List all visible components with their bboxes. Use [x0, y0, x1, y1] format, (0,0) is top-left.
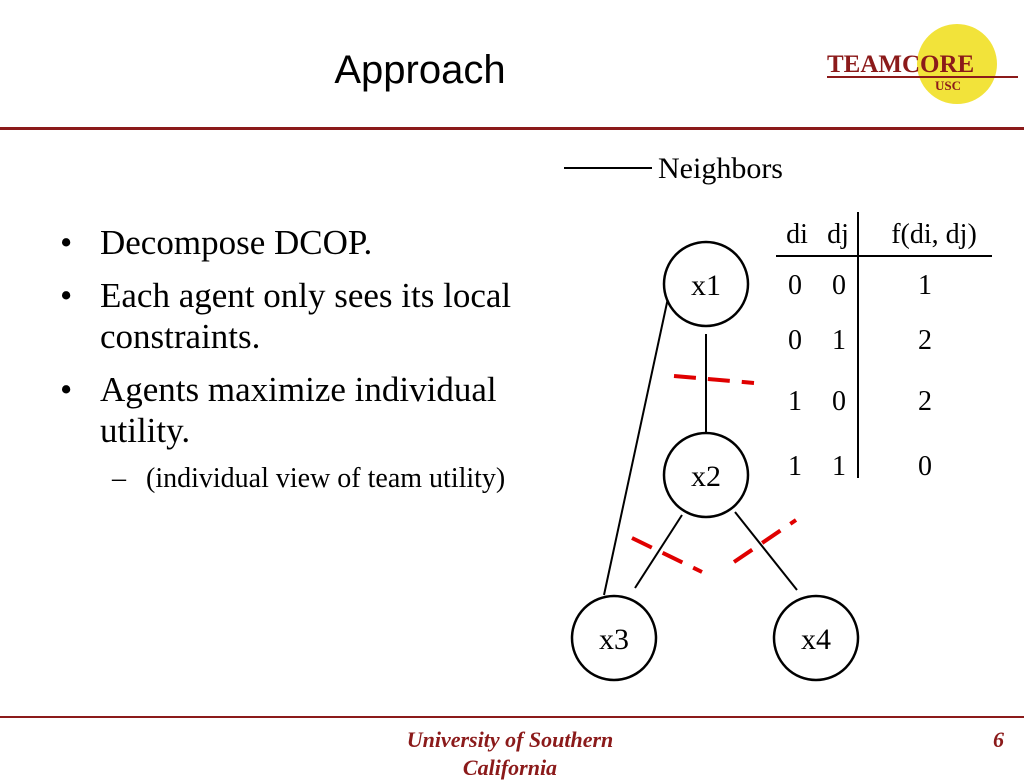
bullet-text: Decompose DCOP. — [100, 223, 373, 262]
footer-rule — [0, 716, 1024, 718]
node-x2-circle — [662, 431, 750, 519]
node-x3-label: x3 — [599, 623, 629, 656]
bullet-text: Each agent only sees its local constrain… — [100, 276, 512, 356]
bullet-list: • Decompose DCOP. • Each agent only sees i… — [56, 222, 516, 509]
logo-main-text: TEAMCORE — [827, 51, 974, 78]
sub-bullet-text: (individual view of team utility) — [146, 463, 506, 494]
slide-title: Approach — [334, 48, 506, 92]
node-x1-label: x1 — [691, 269, 721, 302]
table-cell: 1 — [788, 451, 802, 482]
dcop-diagram: Neighbors x1 x2 x3 x4 di dj f(di, dj) 0 … — [564, 152, 992, 682]
constraint-table: di dj f(di, dj) 0 0 1 0 1 2 1 0 2 1 1 0 — [776, 212, 992, 482]
sub-bullet-item: –(individual view of team utility) — [100, 461, 516, 497]
bullet-dot: • — [60, 276, 73, 315]
bullet-dot: • — [60, 370, 73, 409]
table-cell: 1 — [918, 270, 932, 301]
cut-line-x2-x3 — [631, 536, 703, 574]
table-header-di: di — [786, 219, 808, 250]
title-rule — [0, 127, 1024, 130]
cut-line-x2-x4 — [732, 518, 798, 564]
node-x3: x3 — [570, 594, 658, 682]
table-cell: 2 — [918, 386, 932, 417]
node-x4: x4 — [772, 594, 860, 682]
table-cell: 0 — [832, 386, 846, 417]
edge-x1-x3 — [603, 297, 669, 596]
logo-sub-text: USC — [935, 78, 961, 93]
table-cell: 1 — [832, 325, 846, 356]
legend-label: Neighbors — [658, 152, 783, 185]
bullet-text: Agents maximize individual utility. — [100, 370, 497, 450]
table-cell: 0 — [918, 451, 932, 482]
node-x1-circle — [662, 240, 750, 328]
edge-x2-x4 — [734, 511, 798, 591]
node-x4-label: x4 — [801, 623, 831, 656]
node-x2-label: x2 — [691, 460, 721, 493]
footer-institution: University of Southern California — [406, 727, 614, 780]
table-cell: 2 — [918, 325, 932, 356]
table-cell: 0 — [788, 325, 802, 356]
table-cell: 1 — [832, 451, 846, 482]
page-number: 6 — [993, 727, 1004, 752]
cut-line-x1-x2 — [673, 374, 755, 385]
table-header-dj: dj — [827, 219, 849, 250]
node-x2: x2 — [662, 431, 750, 519]
node-x3-circle — [570, 594, 658, 682]
bullet-item: • Each agent only sees its local constrai… — [56, 275, 516, 357]
bullet-dot: • — [60, 223, 73, 262]
bullet-item: • Decompose DCOP. — [56, 222, 516, 263]
sub-bullet-dash: – — [112, 463, 126, 494]
node-x1: x1 — [662, 240, 750, 328]
table-cell: 1 — [788, 386, 802, 417]
bullet-item: • Agents maximize individual utility. –(i… — [56, 369, 516, 497]
teamcore-logo: TEAMCORE USC — [827, 24, 1018, 104]
logo-circle — [917, 24, 997, 104]
table-header-f: f(di, dj) — [891, 219, 977, 250]
table-cell: 0 — [788, 270, 802, 301]
edge-x2-x3 — [634, 514, 683, 589]
sub-bullet-list: –(individual view of team utility) — [100, 461, 516, 497]
table-cell: 0 — [832, 270, 846, 301]
node-x4-circle — [772, 594, 860, 682]
